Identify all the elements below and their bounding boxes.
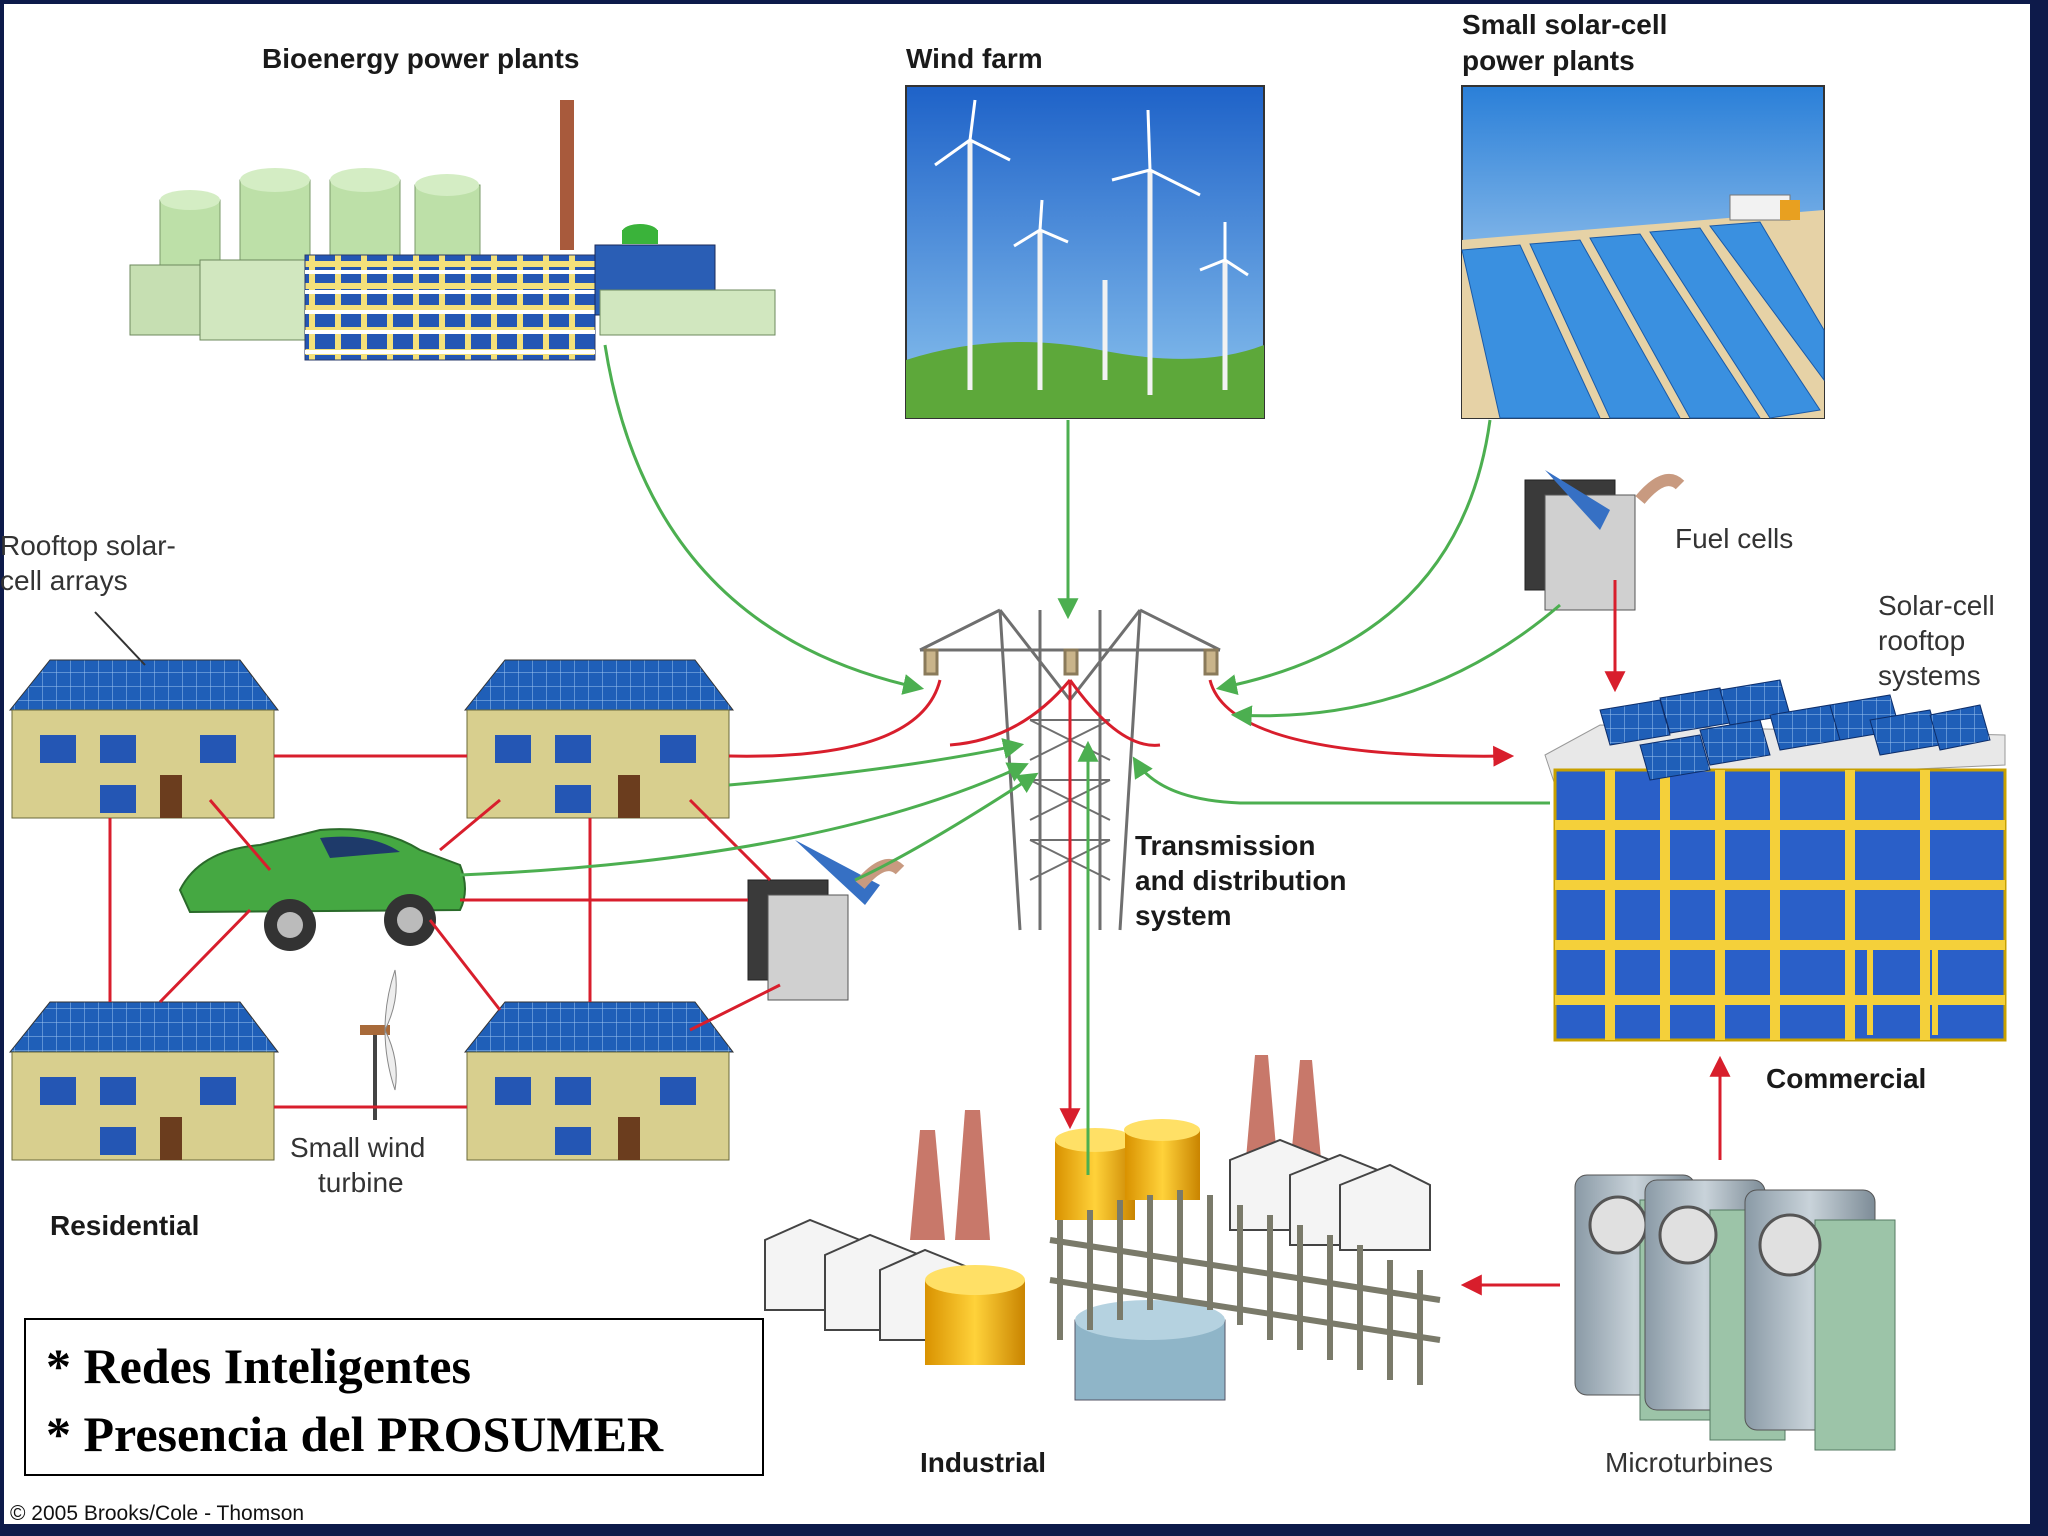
- label-small-solar-cell: Small solar-cell: [1462, 9, 1667, 40]
- frame-edge: [2030, 0, 2048, 1536]
- label-industrial: Industrial: [920, 1447, 1046, 1478]
- label-cell-arrays: cell arrays: [0, 565, 128, 596]
- house: [463, 1001, 735, 1161]
- house: [463, 659, 735, 819]
- label-systems: systems: [1878, 660, 1981, 691]
- supply-arrows: [459, 344, 1561, 1175]
- label-small-wind: Small wind: [290, 1132, 425, 1163]
- label-commercial: Commercial: [1766, 1063, 1926, 1094]
- note-line-prosumer: * Presencia del PROSUMER: [46, 1406, 664, 1462]
- label-system: system: [1135, 900, 1232, 931]
- note-line-smart-grids: * Redes Inteligentes: [46, 1338, 471, 1394]
- label-power-plants: power plants: [1462, 45, 1635, 76]
- label-wind-farm: Wind farm: [906, 43, 1043, 74]
- note-box: * Redes Inteligentes * Presencia del PRO…: [24, 1318, 764, 1476]
- fuel-cell-illustration: [747, 840, 905, 1001]
- house: [8, 1001, 280, 1161]
- rooftop-pointer: [94, 611, 146, 666]
- label-rooftop-solar: Rooftop solar-: [0, 530, 176, 561]
- label-solar-cell: Solar-cell: [1878, 590, 1995, 621]
- microturbines-illustration: [1574, 1174, 1896, 1451]
- solar-power-plant-illustration: [1461, 85, 1825, 419]
- copyright-notice: © 2005 Brooks/Cole - Thomson: [10, 1502, 305, 1525]
- industrial-plant-illustration: [764, 1055, 1441, 1401]
- residential-houses-illustration: [8, 659, 735, 1161]
- label-residential: Residential: [50, 1210, 199, 1241]
- fuel-cell-illustration: [1524, 470, 1685, 611]
- label-transmission: Transmission: [1135, 830, 1316, 861]
- distribution-lines: [108, 580, 1731, 1296]
- bioenergy-power-plant-illustration: [129, 100, 776, 361]
- small-wind-turbine-illustration: [360, 969, 397, 1120]
- commercial-building-illustration: [1544, 679, 2007, 1042]
- label-turbine: turbine: [318, 1167, 404, 1198]
- label-and-distribution: and distribution: [1135, 865, 1347, 896]
- label-rooftop: rooftop: [1878, 625, 1965, 656]
- house: [8, 659, 280, 819]
- label-bioenergy-power-plants: Bioenergy power plants: [262, 43, 579, 74]
- label-fuel-cells: Fuel cells: [1675, 523, 1793, 554]
- wind-farm-illustration: [905, 85, 1265, 419]
- label-microturbines: Microturbines: [1605, 1447, 1773, 1478]
